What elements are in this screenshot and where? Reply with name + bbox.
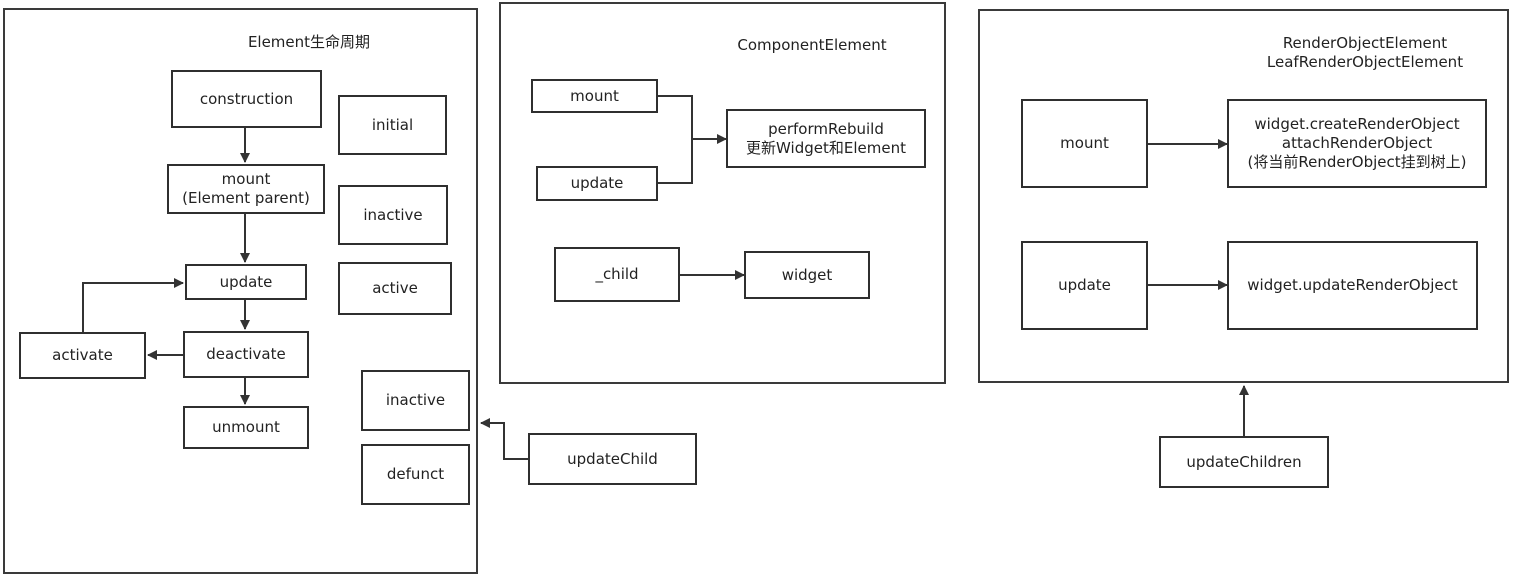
construction-label: construction <box>199 89 294 108</box>
state-active-box: active <box>338 262 452 315</box>
state-inactive-box-2: inactive <box>361 370 470 431</box>
render-object-element-title-line2: LeafRenderObjectElement <box>1266 53 1464 71</box>
render-object-element-title: RenderObjectElement LeafRenderObjectElem… <box>1240 34 1490 72</box>
update-child-box: updateChild <box>528 433 697 485</box>
connector-mount <box>658 95 693 139</box>
update-render-object-label: widget.updateRenderObject <box>1247 276 1458 294</box>
state-defunct-box: defunct <box>361 444 470 505</box>
element-lifecycle-title: Element生命周期 <box>247 33 371 51</box>
activate-box: activate <box>19 332 146 379</box>
update-children-box: updateChildren <box>1159 436 1329 488</box>
child-label: _child <box>595 265 639 283</box>
update-render-object-box: widget.updateRenderObject <box>1227 241 1478 330</box>
component-mount-box: mount <box>531 79 658 113</box>
component-update-label: update <box>570 174 624 192</box>
child-box: _child <box>554 247 680 302</box>
attach-render-object-label: attachRenderObject <box>1281 134 1433 152</box>
render-object-element-title-line1: RenderObjectElement <box>1282 34 1448 52</box>
mount-label: mount <box>221 170 271 188</box>
state-inactive-box: inactive <box>338 185 448 245</box>
deactivate-box: deactivate <box>183 331 309 378</box>
widget-label: widget <box>781 265 833 284</box>
create-render-object-box: widget.createRenderObject attachRenderOb… <box>1227 99 1487 188</box>
state-active-label: active <box>372 279 418 297</box>
update-child-label: updateChild <box>567 449 658 468</box>
component-mount-label: mount <box>570 86 619 105</box>
perform-rebuild-label: performRebuild <box>768 119 884 138</box>
perform-rebuild-box: performRebuild 更新Widget和Element <box>726 109 926 168</box>
state-inactive-label: inactive <box>363 205 423 224</box>
perform-rebuild-desc: 更新Widget和Element <box>746 138 906 157</box>
arrow-updatechild-to-panel <box>480 418 528 460</box>
connector-update <box>658 139 693 184</box>
state-defunct-label: defunct <box>386 465 445 483</box>
deactivate-label: deactivate <box>206 345 286 363</box>
mount-box: mount (Element parent) <box>167 164 325 214</box>
render-mount-box: mount <box>1021 99 1148 188</box>
arrow-activate-to-update <box>82 278 184 332</box>
update-label: update <box>219 272 273 291</box>
state-inactive-label-2: inactive <box>385 391 446 409</box>
unmount-label: unmount <box>212 418 280 436</box>
render-update-label: update <box>1058 276 1111 294</box>
component-update-box: update <box>536 166 658 201</box>
component-element-title: ComponentElement <box>737 36 887 54</box>
mount-param-label: (Element parent) <box>182 189 310 207</box>
state-initial-box: initial <box>338 95 447 155</box>
update-box: update <box>185 264 307 300</box>
activate-label: activate <box>52 346 113 364</box>
update-children-label: updateChildren <box>1186 452 1302 471</box>
render-mount-label: mount <box>1060 134 1109 152</box>
unmount-box: unmount <box>183 406 309 449</box>
construction-box: construction <box>171 70 322 128</box>
attach-render-object-desc: (将当前RenderObject挂到树上) <box>1247 153 1467 171</box>
render-update-box: update <box>1021 241 1148 330</box>
state-initial-label: initial <box>371 115 414 134</box>
create-render-object-label: widget.createRenderObject <box>1254 115 1460 133</box>
widget-box: widget <box>744 251 870 299</box>
